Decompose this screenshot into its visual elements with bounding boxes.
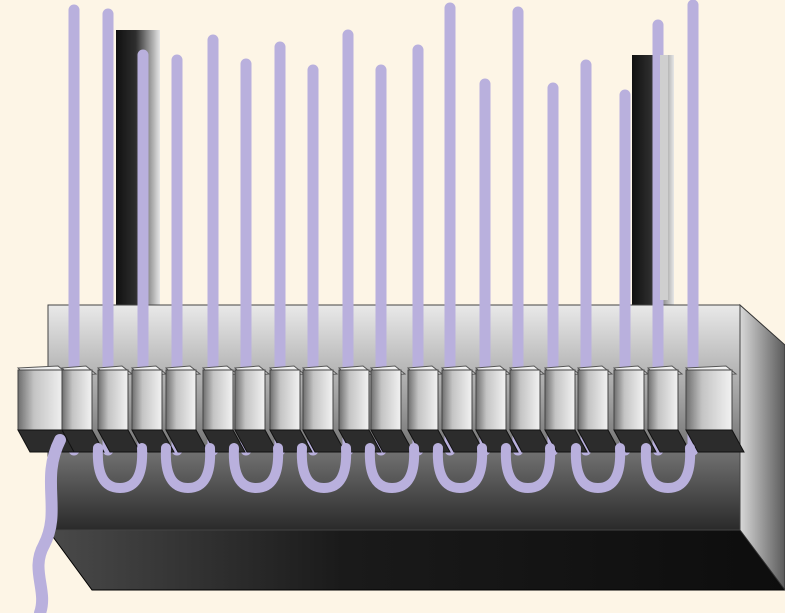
- block-13: [440, 365, 485, 453]
- block-18: [612, 365, 657, 453]
- lead-fiber: [32, 434, 66, 613]
- fiber-loop-8: [570, 443, 626, 494]
- block-2: [60, 365, 105, 453]
- block-20: [684, 365, 745, 453]
- base-bottom-slab: [47, 529, 785, 591]
- block-17: [576, 365, 621, 453]
- fiber-loop-2: [160, 443, 216, 494]
- block-19: [646, 365, 691, 453]
- fiber-loop-3: [228, 443, 284, 494]
- fiber-loop-4: [296, 443, 352, 494]
- block-16: [543, 365, 588, 453]
- block-15: [508, 365, 553, 453]
- fiber-loop-5: [364, 443, 420, 494]
- fiber-loop-7: [500, 443, 556, 494]
- fiber-loop-6: [432, 443, 488, 494]
- fiber-loop-1: [92, 443, 148, 494]
- block-9: [301, 365, 346, 453]
- block-3: [96, 365, 141, 453]
- block-5: [164, 365, 209, 453]
- fiber-loop-9: [640, 443, 696, 494]
- block-7: [233, 365, 278, 453]
